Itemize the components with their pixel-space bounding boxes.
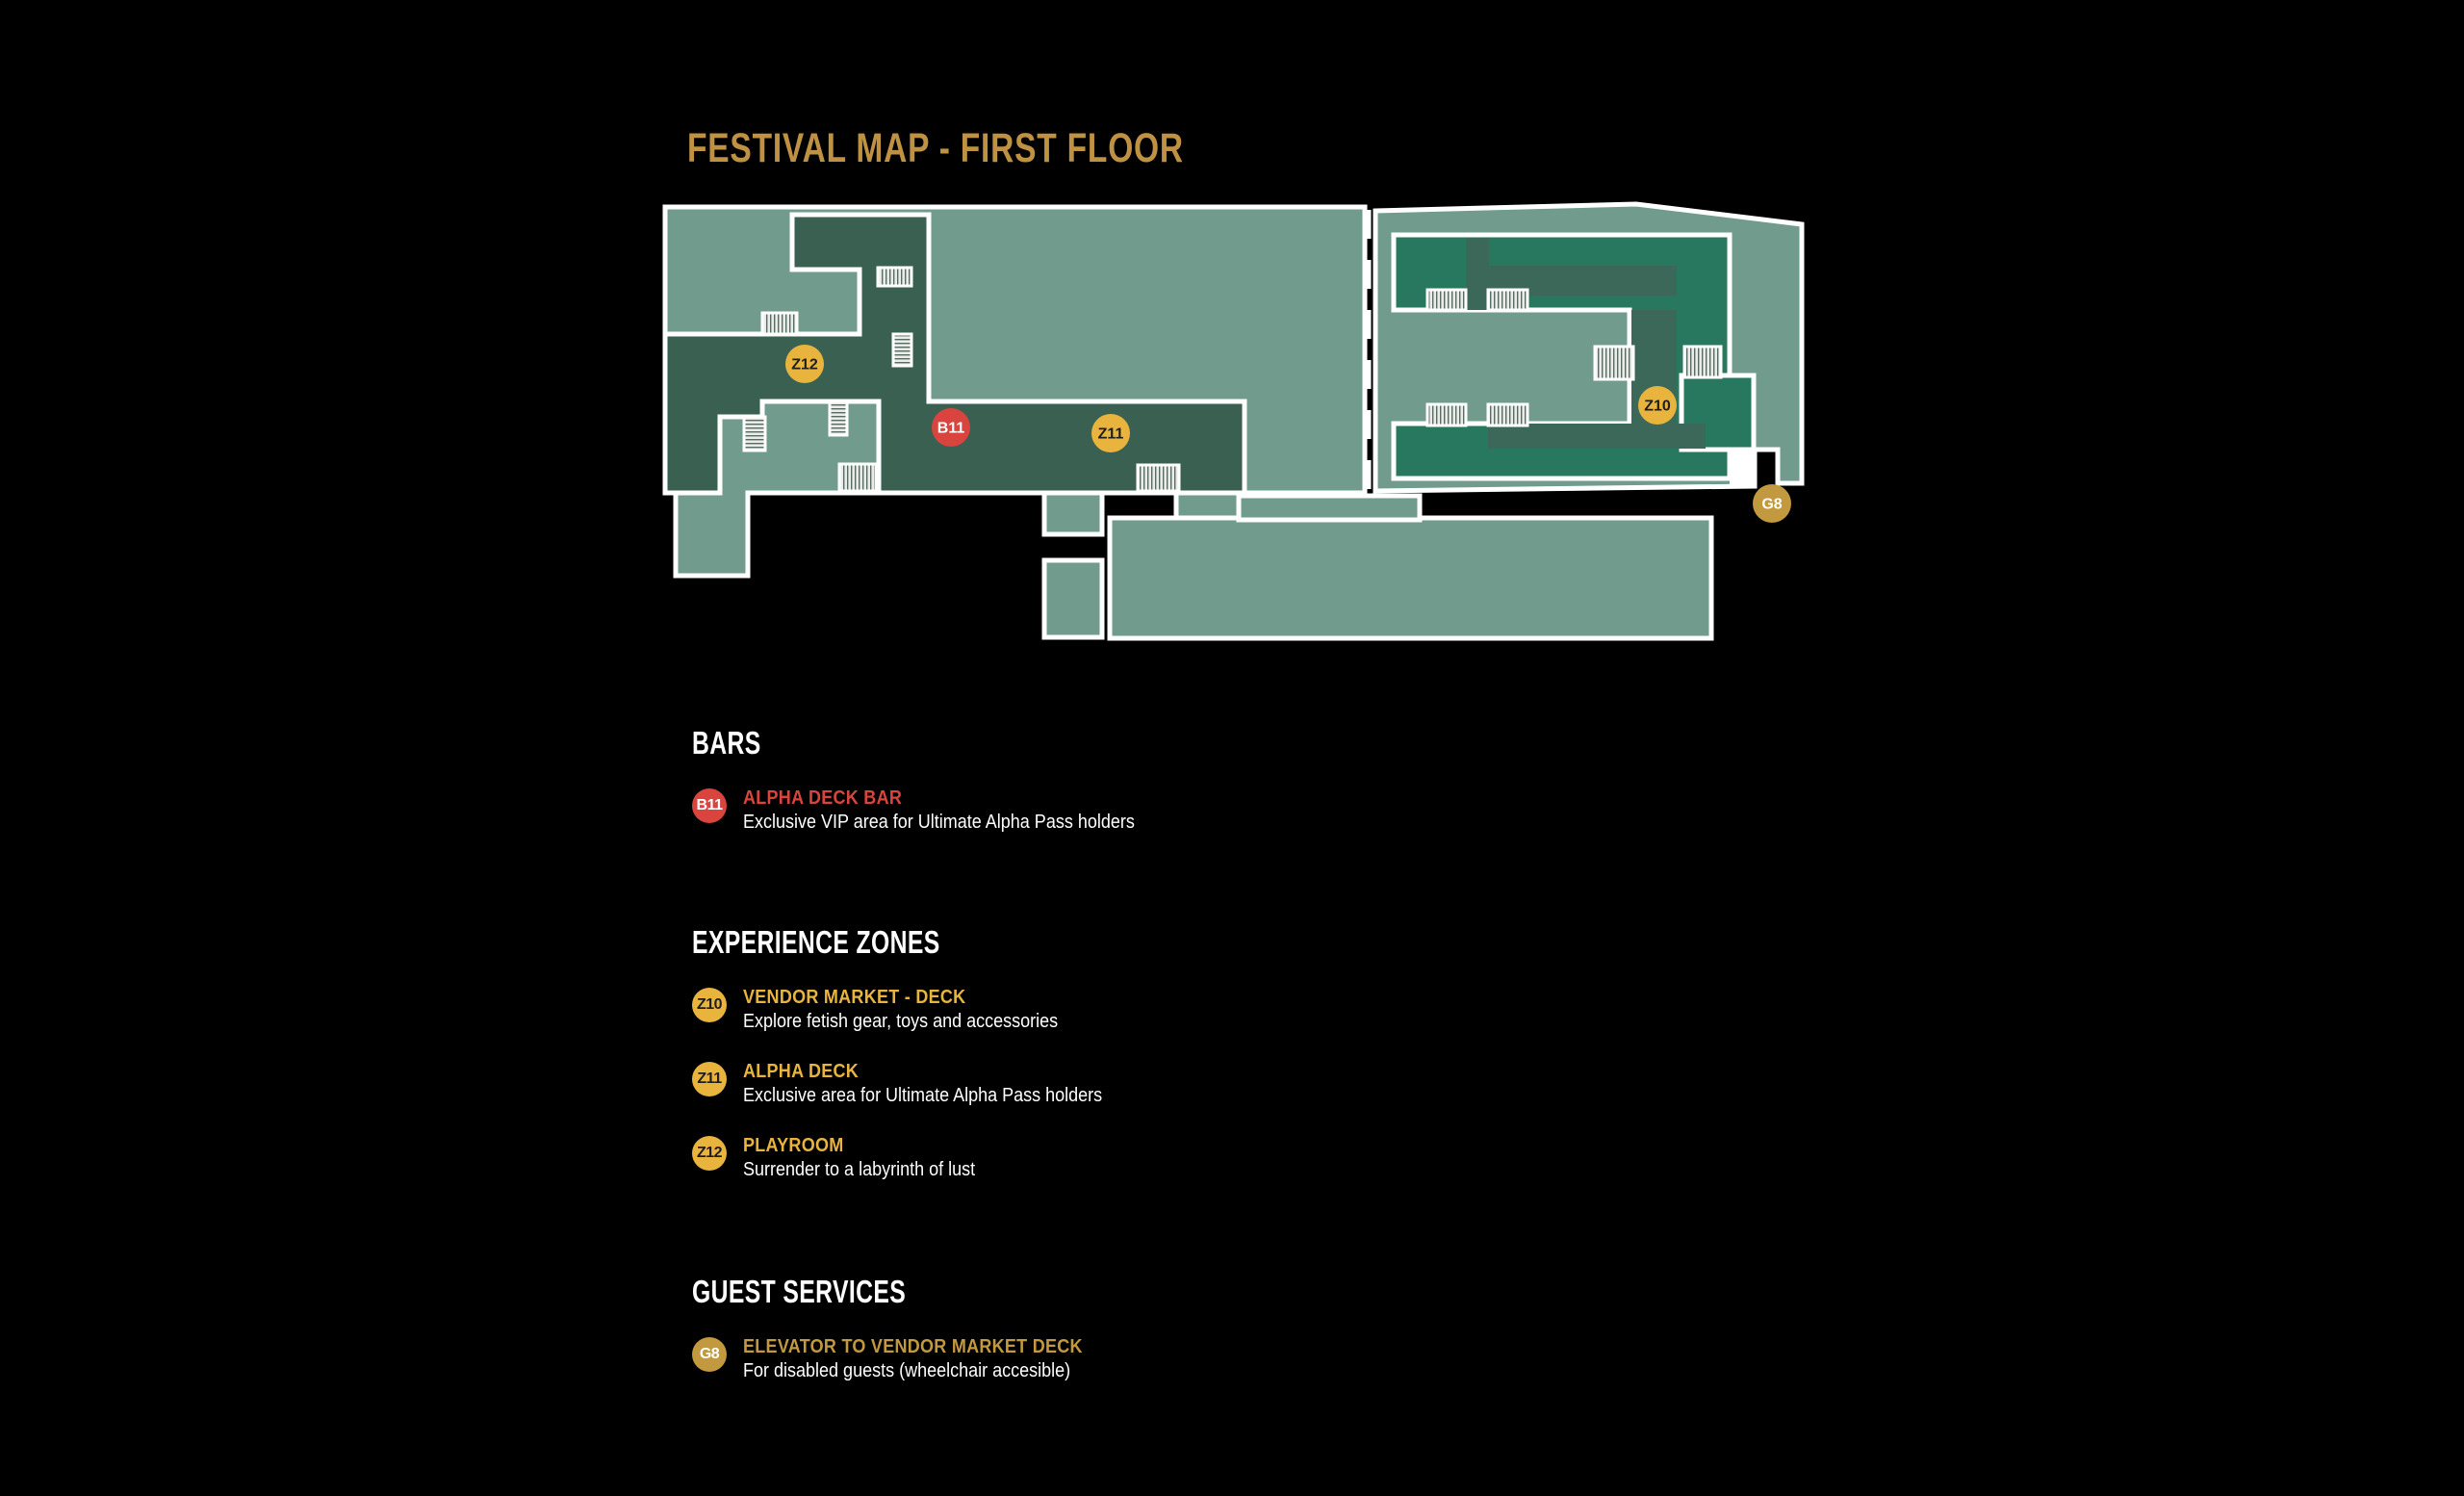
legend-item-description: Explore fetish gear, toys and accessorie… [743, 1011, 1059, 1032]
legend-marker-z11: Z11 [692, 1062, 727, 1096]
svg-text:B11: B11 [937, 421, 965, 437]
stairs-icon [891, 332, 913, 368]
legend-item-title: VENDOR MARKET - DECK [743, 987, 966, 1008]
stairs-icon [1425, 288, 1468, 312]
legend-item-title: ALPHA DECK [743, 1061, 860, 1082]
stairs-icon [837, 462, 878, 493]
stairs-icon [828, 400, 849, 437]
stairs-icon [1136, 463, 1181, 493]
legend-item-z12: Z12 PLAYROOM Surrender to a labyrinth of l… [692, 1134, 1142, 1181]
svg-text:Z11: Z11 [1098, 426, 1124, 443]
legend-item-title: PLAYROOM [743, 1135, 844, 1156]
elevator-notch [1730, 450, 1755, 486]
svg-text:Z10: Z10 [1644, 399, 1671, 415]
legend-item-g8: G8 ELEVATOR TO VENDOR MARKET DECK For disa… [692, 1335, 1120, 1382]
small-annex-lower [1041, 557, 1105, 640]
legend-section-heading: BARS [692, 725, 761, 761]
stairs-icon [876, 266, 913, 288]
stairs-icon [742, 415, 767, 452]
legend-marker-z10: Z10 [692, 988, 727, 1022]
stairs-icon [1486, 402, 1529, 427]
stairs-icon [760, 311, 799, 336]
map-marker-g8: G8 [1753, 484, 1791, 523]
legend-section-bars: BARS B11 ALPHA DECK BAR Exclusive VIP area … [692, 725, 1178, 861]
stairs-icon [1682, 345, 1723, 379]
map-marker-b11: B11 [932, 408, 970, 447]
legend-section-heading: EXPERIENCE ZONES [692, 924, 940, 960]
legend-item-description: Exclusive VIP area for Ultimate Alpha Pa… [743, 812, 1135, 833]
legend-item-title: ALPHA DECK BAR [743, 787, 903, 809]
page-title: FESTIVAL MAP - FIRST FLOOR [687, 125, 1184, 171]
lower-hall-floor [1107, 515, 1714, 641]
map-marker-z12: Z12 [785, 345, 824, 383]
svg-text:G8: G8 [1761, 497, 1782, 513]
lower-hall-tab [1236, 493, 1423, 523]
legend-item-description: For disabled guests (wheelchair accesibl… [743, 1360, 1071, 1381]
legend-item-z10: Z10 VENDOR MARKET - DECK Explore fetish ge… [692, 986, 1142, 1033]
legend-item-title: ELEVATOR TO VENDOR MARKET DECK [743, 1336, 1083, 1357]
market-inner-shadow [1466, 238, 1489, 310]
legend-item-description: Exclusive area for Ultimate Alpha Pass h… [743, 1085, 1103, 1106]
legend-marker-z12: Z12 [692, 1136, 727, 1171]
stairs-icon [1486, 288, 1529, 312]
map-marker-z10: Z10 [1638, 386, 1677, 425]
stairs-icon [1593, 345, 1635, 381]
legend-marker-g8: G8 [692, 1337, 727, 1372]
legend-section-heading: GUEST SERVICES [692, 1274, 907, 1309]
stairs-icon [1425, 402, 1468, 427]
svg-text:Z12: Z12 [791, 357, 818, 374]
legend-item-z11: Z11 ALPHA DECK Exclusive area for Ultimate… [692, 1060, 1142, 1107]
legend-item-b11: B11 ALPHA DECK BAR Exclusive VIP area for … [692, 787, 1178, 834]
map-marker-z11: Z11 [1091, 414, 1130, 452]
legend-item-description: Surrender to a labyrinth of lust [743, 1159, 976, 1180]
legend-section-experience-zones: EXPERIENCE ZONES Z10 VENDOR MARKET - DECK E… [692, 924, 1142, 1208]
market-inner-shadow [1488, 424, 1706, 449]
legend-section-guest-services: GUEST SERVICES G8 ELEVATOR TO VENDOR MARKE… [692, 1274, 1120, 1409]
legend-marker-b11: B11 [692, 788, 727, 823]
